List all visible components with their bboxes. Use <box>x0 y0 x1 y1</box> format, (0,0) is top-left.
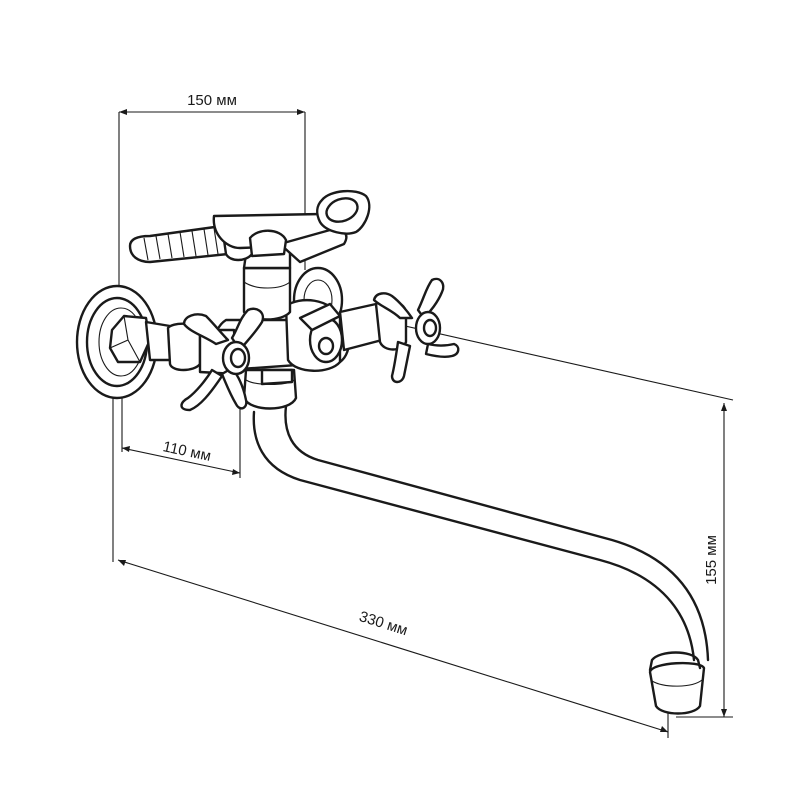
spout-collar <box>242 368 298 410</box>
left-cross-handle <box>180 307 265 412</box>
right-cross-handle <box>372 277 460 384</box>
diverter-lever <box>212 189 371 264</box>
spout <box>252 404 710 715</box>
dim-label-110: 110 мм <box>161 438 212 465</box>
hex-nut <box>108 314 152 364</box>
dimension-150: 150 мм <box>118 92 306 292</box>
dim-label-330: 330 мм <box>357 608 410 639</box>
dim-label-155: 155 мм <box>703 535 720 585</box>
dim-label-150: 150 мм <box>187 92 237 109</box>
dimension-155: 155 мм <box>342 311 734 718</box>
